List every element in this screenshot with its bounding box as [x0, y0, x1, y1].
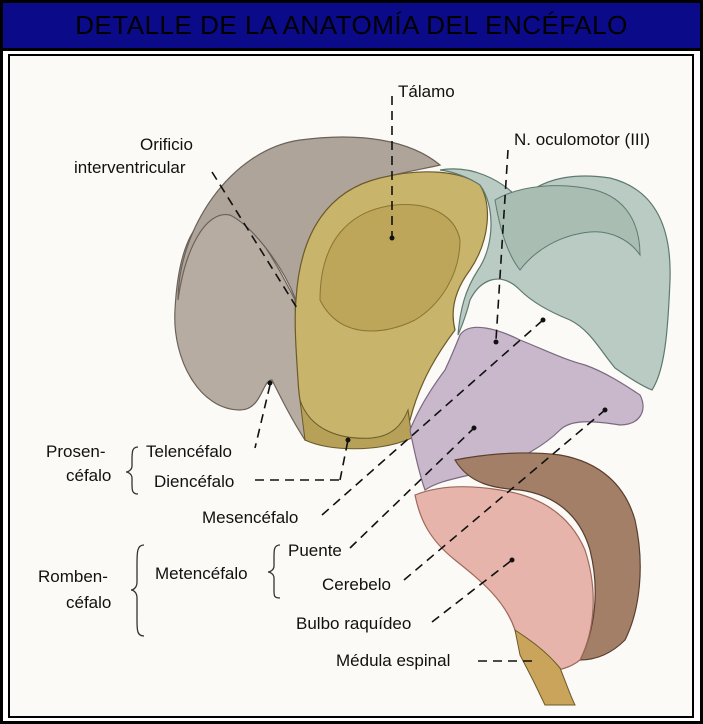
dot-bulbo	[510, 558, 515, 563]
label-romben-2: céfalo	[66, 593, 111, 612]
dot-mesencefalo	[541, 318, 546, 323]
label-prosen-2: céfalo	[66, 466, 111, 485]
brace-metencefalo	[268, 545, 280, 598]
dot-cerebelo	[603, 408, 608, 413]
label-n-oculomotor: N. oculomotor (III)	[514, 130, 650, 149]
dot-diencefalo	[346, 438, 351, 443]
dot-puente	[472, 426, 477, 431]
label-medula-espinal: Médula espinal	[336, 651, 450, 670]
dot-talamo	[390, 236, 395, 241]
brace-rombencefalo	[131, 545, 144, 636]
label-talamo: Tálamo	[398, 82, 455, 101]
label-romben-1: Romben-	[38, 567, 108, 586]
label-prosen-1: Prosen-	[46, 442, 106, 461]
label-diencefalo: Diencéfalo	[154, 472, 234, 491]
label-orificio-1: Orificio	[140, 135, 193, 154]
dot-telencefalo	[268, 381, 273, 386]
label-orificio-2: interventricular	[74, 158, 186, 177]
medulla-region	[415, 487, 593, 672]
label-telencefalo: Telencéfalo	[146, 442, 232, 461]
label-cerebelo: Cerebelo	[322, 575, 391, 594]
label-mesencefalo: Mesencéfalo	[202, 508, 298, 527]
dot-oculomotor	[494, 340, 499, 345]
label-metencefalo: Metencéfalo	[155, 564, 248, 583]
brace-prosencefalo	[126, 447, 138, 494]
label-bulbo-raquideo: Bulbo raquídeo	[296, 614, 411, 633]
label-puente: Puente	[288, 541, 342, 560]
